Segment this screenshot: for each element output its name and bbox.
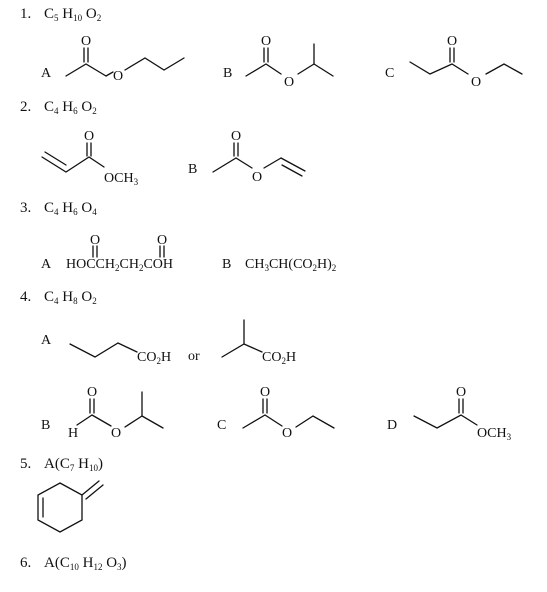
or-word: or — [188, 349, 200, 364]
oxygen-atom: O — [231, 129, 241, 144]
oxygen-atom: O — [447, 34, 457, 49]
oxygen-atom: O — [87, 385, 97, 400]
problem-2-formula: C4 H6 O2 — [44, 99, 97, 116]
oxygen-atom: O — [252, 170, 262, 185]
problem-5-formula: A(C7 H10) — [44, 456, 103, 473]
structure-2a: O OCH3 — [41, 129, 139, 187]
p1-option-b-label: B — [223, 66, 233, 81]
problem-1-formula: C5 H10 O2 — [44, 6, 102, 23]
p4-option-c-label: C — [217, 418, 227, 433]
oxygen-atom: O — [84, 129, 94, 144]
p3-option-a-label: A — [41, 257, 52, 272]
p4-option-b-label: B — [41, 418, 51, 433]
problem-4-formula: C4 H8 O2 — [44, 289, 97, 306]
structure-1c: O O — [409, 34, 523, 90]
carboxyl-group: CO2H — [137, 350, 171, 366]
problem-3-formula: C4 H6 O4 — [44, 200, 97, 217]
p4-option-d-label: D — [387, 418, 398, 433]
p1-option-c-label: C — [385, 66, 395, 81]
problem-3-number: 3. — [20, 200, 32, 216]
structure-1a: O O — [65, 34, 185, 84]
problem-1-number: 1. — [20, 6, 32, 22]
methoxy-group: OCH3 — [477, 426, 512, 442]
structure-4c: O O — [242, 385, 335, 441]
oxygen-atom: O — [471, 75, 481, 90]
carboxyl-group: CO2H — [262, 350, 296, 366]
hydrogen-atom: H — [68, 426, 78, 441]
oxygen-atom: O — [261, 34, 271, 49]
oxygen-atom: O — [157, 233, 167, 248]
oxygen-atom: O — [456, 385, 466, 400]
oxygen-atom: O — [111, 426, 121, 441]
structure-3a-carbonyls: O O — [90, 233, 167, 258]
problem-5-number: 5. — [20, 456, 32, 472]
p3-option-a-structure: HOCCH2CH2COH — [66, 257, 174, 273]
structure-4b: H O O — [68, 385, 164, 441]
p3-option-b-label: B — [222, 257, 232, 272]
p4-option-a-label: A — [41, 333, 52, 348]
oxygen-atom: O — [282, 426, 292, 441]
problem-4-number: 4. — [20, 289, 32, 305]
problem-6-formula: A(C10 H12 O3) — [44, 555, 127, 572]
oxygen-atom: O — [284, 75, 294, 90]
oxygen-atom: O — [90, 233, 100, 248]
oxygen-atom: O — [81, 34, 91, 49]
structure-2b: O O — [212, 129, 306, 185]
p1-option-a-label: A — [41, 66, 52, 81]
p3-option-b-structure: CH3CH(CO2H)2 — [245, 257, 337, 273]
oxygen-atom: O — [260, 385, 270, 400]
structure-1b: O O — [245, 34, 334, 90]
p2-option-b-label: B — [188, 162, 198, 177]
problem-6-number: 6. — [20, 555, 32, 571]
structure-4a: CO2H or CO2H — [69, 319, 296, 366]
structure-4d: O OCH3 — [413, 385, 512, 442]
problem-2-number: 2. — [20, 99, 32, 115]
methoxy-group: OCH3 — [104, 171, 139, 187]
structure-5a — [37, 480, 104, 533]
oxygen-atom: O — [113, 69, 123, 84]
